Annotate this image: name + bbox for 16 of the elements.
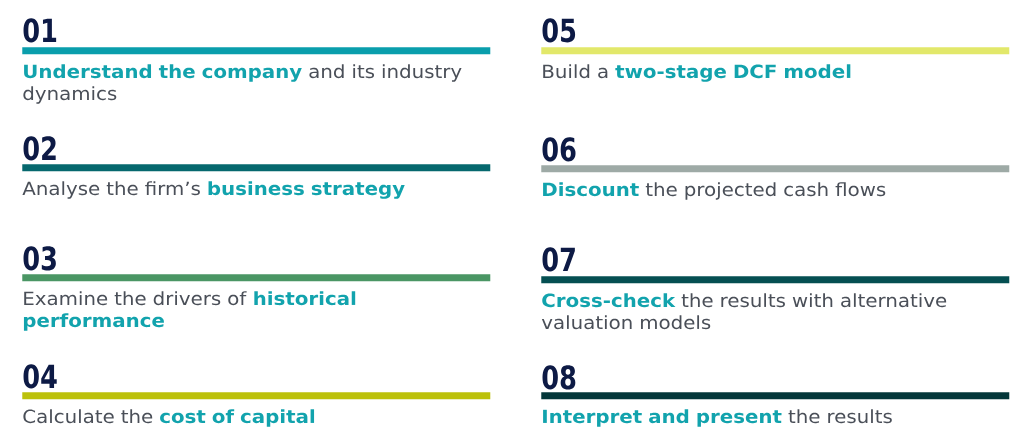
step-description: Analyse the firm’s business strategy [22, 181, 405, 199]
step-description: Build a two-stage DCF model [543, 64, 851, 82]
step-number: 03 [23, 246, 56, 271]
step-number: 04 [23, 364, 57, 389]
step-description: Examine the drivers of historical performance [23, 291, 356, 331]
step-number: 06 [542, 137, 576, 162]
step-description: Cross-check the results with alternative valuation models [541, 293, 947, 330]
step-description: Calculate the cost of capital [23, 409, 315, 427]
step-description: Understand the company and its industry dynamics [23, 64, 462, 104]
step-number: 07 [542, 247, 575, 272]
step-number: 01 [23, 18, 57, 43]
step-description: Interpret and present the results [543, 409, 892, 427]
step-number: 08 [542, 365, 576, 390]
step-number: 02 [23, 136, 56, 161]
step-description: Discount the projected cash flows [543, 182, 886, 200]
step-number: 05 [542, 18, 576, 43]
